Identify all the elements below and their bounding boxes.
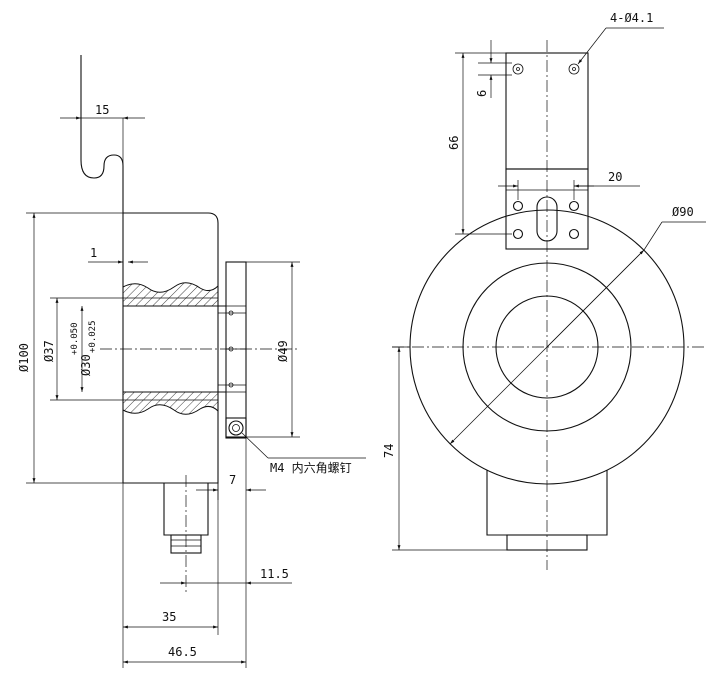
- dim-11-5: 11.5: [260, 567, 289, 581]
- dim-6: 6: [475, 90, 489, 97]
- dim-74: 74: [382, 444, 396, 458]
- body-middle: [462, 262, 632, 432]
- dim-holes: 4-Ø4.1: [610, 11, 653, 25]
- dim-37: Ø37: [42, 340, 56, 362]
- dim-30: Ø30: [79, 354, 93, 376]
- spring-plate: [80, 55, 124, 483]
- dim-20: 20: [608, 170, 622, 184]
- dim-66: 66: [447, 136, 461, 150]
- front-view: 4-Ø4.1 6 66 20 Ø90 74: [382, 11, 706, 570]
- sleeve-bottom-section: [122, 391, 219, 415]
- dim-7: 7: [229, 473, 236, 487]
- side-view: 15 1 Ø100 Ø37 Ø30 +0.050 +0.025 Ø49 M4 内…: [17, 55, 366, 668]
- slot: [536, 196, 558, 242]
- housing-outline: [123, 212, 219, 484]
- screw-note: M4 内六角螺钉: [270, 461, 352, 475]
- dim-35: 35: [162, 610, 176, 624]
- sleeve-top-section: [122, 282, 219, 307]
- dim-90: Ø90: [672, 205, 694, 219]
- dim-100: Ø100: [17, 343, 31, 372]
- clamp-collar: [225, 261, 247, 438]
- dim-49: Ø49: [276, 340, 290, 362]
- tol-lower: +0.025: [88, 320, 98, 353]
- dim-1: 1: [90, 246, 97, 260]
- tol-upper: +0.050: [70, 322, 80, 355]
- dim-46-5: 46.5: [168, 645, 197, 659]
- dim-15: 15: [95, 103, 109, 117]
- screw-icon: [228, 420, 244, 436]
- bore-circle: [495, 295, 599, 399]
- bracket-base: [505, 168, 589, 250]
- screw-head: [225, 417, 247, 439]
